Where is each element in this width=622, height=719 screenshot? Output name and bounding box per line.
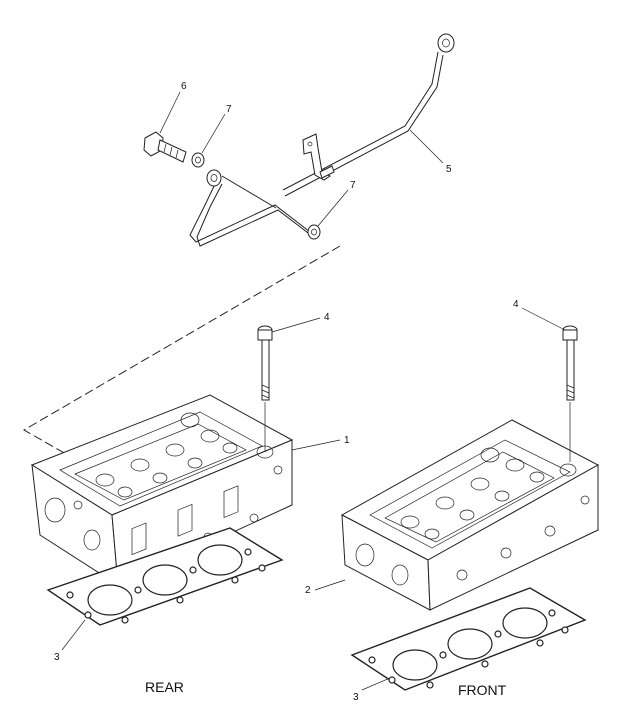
front-head-valve-bosses [400,447,577,540]
head-bolt-left [257,325,273,452]
head-bolt-right [562,325,578,462]
cylinder-head-front-view [340,419,600,611]
callout-7-lower: 7 [350,180,356,191]
rear-head-valve-bosses [95,412,274,498]
sealing-washer-lower [307,224,321,240]
oil-tube-assembly [189,33,455,247]
callout-7-upper: 7 [226,104,232,115]
callout-3-left: 3 [54,652,60,663]
assembly-reference-line [22,245,341,463]
cylinder-head-rear-view [30,394,294,586]
view-label-front: FRONT [458,682,507,698]
head-gasket-front-view [350,587,587,691]
callout-2: 2 [305,585,311,596]
head-gasket-rear-view [46,527,284,626]
callout-labels: 6 7 7 5 4 4 1 2 3 3 [54,81,519,703]
sealing-washer-upper [191,152,205,168]
leader-lines [61,91,566,691]
view-label-rear: REAR [145,679,184,695]
callout-4-left: 4 [324,312,330,323]
callout-3-right: 3 [353,692,359,703]
callout-4-right: 4 [513,299,519,310]
callout-6: 6 [181,81,187,92]
front-head-ports [456,495,590,581]
callout-5: 5 [446,164,452,175]
banjo-bolt [143,131,187,163]
callout-1: 1 [344,435,350,446]
